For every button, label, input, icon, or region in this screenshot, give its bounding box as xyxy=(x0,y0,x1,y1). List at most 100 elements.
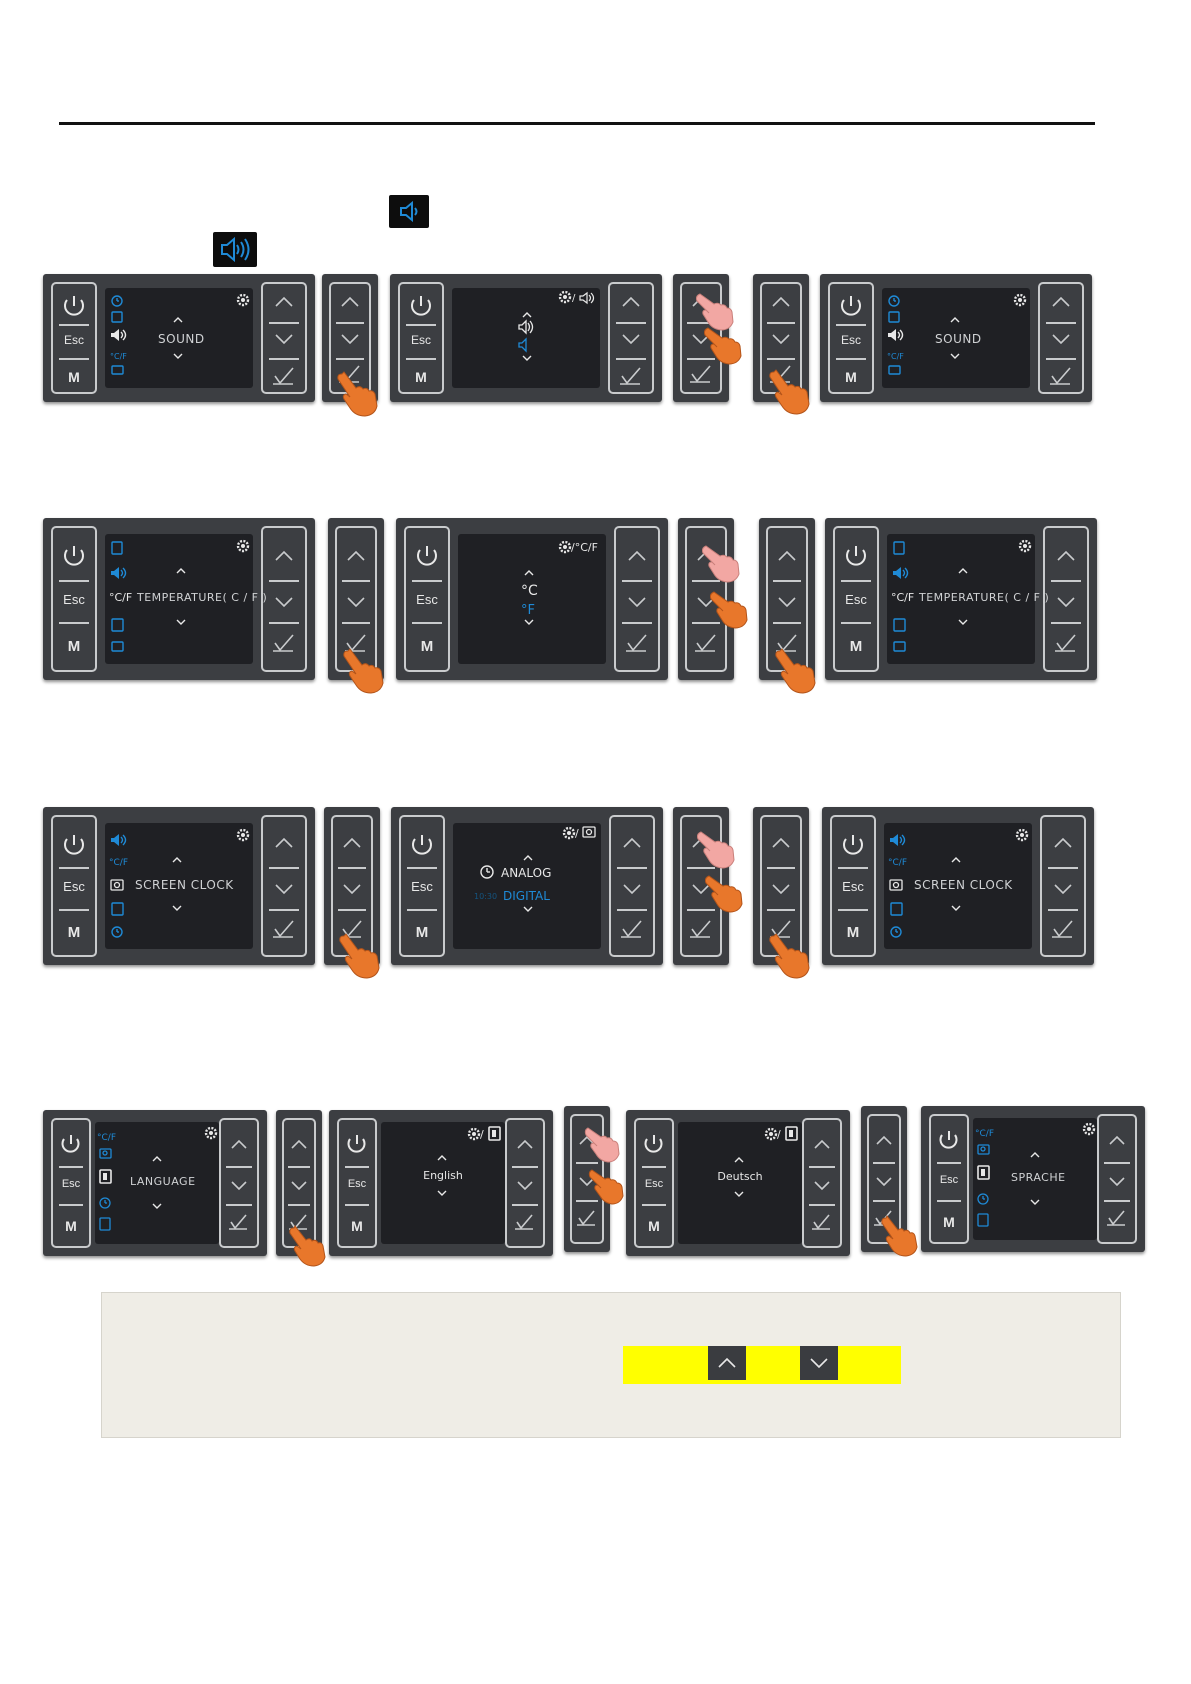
down-arrow-icon[interactable] xyxy=(877,1178,891,1185)
power-icon[interactable] xyxy=(400,288,442,324)
esc-button[interactable]: Esc xyxy=(401,879,443,894)
down-arrow-icon[interactable] xyxy=(276,885,292,893)
up-arrow-icon[interactable] xyxy=(815,1141,829,1148)
mode-button[interactable]: M xyxy=(53,369,95,385)
up-arrow-icon[interactable] xyxy=(348,552,364,560)
down-arrow-icon[interactable] xyxy=(815,1182,829,1189)
down-arrow-icon[interactable] xyxy=(276,335,292,343)
up-arrow-icon[interactable] xyxy=(1110,1137,1124,1144)
down-arrow-icon[interactable] xyxy=(1058,598,1074,606)
mode-button[interactable]: M xyxy=(339,1218,375,1234)
esc-button[interactable]: Esc xyxy=(53,333,95,347)
power-icon[interactable] xyxy=(835,536,877,580)
confirm-icon[interactable] xyxy=(273,635,293,651)
esc-button[interactable]: Esc xyxy=(832,879,874,894)
confirm-icon[interactable] xyxy=(229,1215,247,1229)
confirm-icon[interactable] xyxy=(626,635,646,651)
confirm-icon[interactable] xyxy=(577,1211,595,1225)
esc-button[interactable]: Esc xyxy=(636,1178,672,1190)
up-arrow-icon[interactable] xyxy=(276,298,292,306)
down-arrow-icon[interactable] xyxy=(773,885,789,893)
down-arrow-icon[interactable] xyxy=(773,335,789,343)
esc-button[interactable]: Esc xyxy=(53,879,95,894)
confirm-icon[interactable] xyxy=(812,1215,830,1229)
down-arrow-icon[interactable] xyxy=(276,598,292,606)
up-arrow-icon[interactable] xyxy=(1058,552,1074,560)
power-icon[interactable] xyxy=(401,825,443,869)
confirm-icon[interactable] xyxy=(1107,1211,1125,1225)
down-arrow-icon[interactable] xyxy=(1053,335,1069,343)
esc-button[interactable]: Esc xyxy=(400,333,442,347)
esc-button[interactable]: Esc xyxy=(830,333,872,347)
up-arrow-icon[interactable] xyxy=(342,298,358,306)
mode-button[interactable]: M xyxy=(53,638,95,655)
power-icon[interactable] xyxy=(339,1126,375,1166)
mode-button[interactable]: M xyxy=(835,638,877,655)
up-arrow-icon[interactable] xyxy=(629,552,645,560)
gear-icon xyxy=(564,828,574,838)
confirm-icon[interactable] xyxy=(1055,635,1075,651)
esc-button[interactable]: Esc xyxy=(835,592,877,607)
up-arrow-icon[interactable] xyxy=(276,839,292,847)
down-arrow-icon[interactable] xyxy=(779,598,795,606)
confirm-icon[interactable] xyxy=(690,366,710,382)
up-arrow-icon[interactable] xyxy=(623,298,639,306)
confirm-icon[interactable] xyxy=(1050,368,1070,384)
power-icon[interactable] xyxy=(53,825,95,869)
confirm-icon[interactable] xyxy=(621,921,641,937)
confirm-icon[interactable] xyxy=(620,368,640,384)
up-arrow-icon[interactable] xyxy=(276,552,292,560)
confirm-icon[interactable] xyxy=(690,921,710,937)
confirm-icon[interactable] xyxy=(695,635,715,651)
confirm-icon[interactable] xyxy=(515,1215,533,1229)
power-icon[interactable] xyxy=(53,536,95,580)
power-icon[interactable] xyxy=(53,288,95,324)
esc-button[interactable]: Esc xyxy=(339,1178,375,1190)
up-arrow-icon[interactable] xyxy=(518,1141,532,1148)
down-arrow-icon[interactable] xyxy=(232,1182,246,1189)
mode-button[interactable]: M xyxy=(53,924,95,941)
up-arrow-icon[interactable] xyxy=(877,1137,891,1144)
mode-button[interactable]: M xyxy=(401,924,443,941)
mode-button[interactable]: M xyxy=(53,1218,89,1234)
down-arrow-icon[interactable] xyxy=(624,885,640,893)
down-arrow-icon[interactable] xyxy=(623,335,639,343)
esc-button[interactable]: Esc xyxy=(53,1178,89,1190)
esc-button[interactable]: Esc xyxy=(53,592,95,607)
power-icon[interactable] xyxy=(830,288,872,324)
power-icon[interactable] xyxy=(53,1126,89,1166)
gear-icon xyxy=(1017,830,1027,840)
up-arrow-icon[interactable] xyxy=(1053,298,1069,306)
down-arrow-icon[interactable] xyxy=(518,1182,532,1189)
up-arrow-icon[interactable] xyxy=(624,839,640,847)
power-icon[interactable] xyxy=(832,825,874,869)
mode-button[interactable]: M xyxy=(406,638,448,655)
mode-button[interactable]: M xyxy=(832,924,874,941)
up-arrow-icon[interactable] xyxy=(292,1141,306,1148)
up-arrow-icon[interactable] xyxy=(773,839,789,847)
up-arrow-icon[interactable] xyxy=(1055,839,1071,847)
confirm-icon[interactable] xyxy=(273,921,293,937)
down-arrow-icon[interactable] xyxy=(1055,885,1071,893)
mode-button[interactable]: M xyxy=(931,1214,967,1230)
confirm-icon[interactable] xyxy=(1052,921,1072,937)
power-icon[interactable] xyxy=(636,1126,672,1166)
down-arrow-icon[interactable] xyxy=(344,885,360,893)
esc-button[interactable]: Esc xyxy=(406,592,448,607)
up-arrow-icon[interactable] xyxy=(773,298,789,306)
up-arrow-icon[interactable] xyxy=(232,1141,246,1148)
up-arrow-icon[interactable] xyxy=(779,552,795,560)
esc-button[interactable]: Esc xyxy=(931,1174,967,1186)
mode-button[interactable]: M xyxy=(830,369,872,385)
power-icon[interactable] xyxy=(931,1122,967,1162)
down-arrow-icon[interactable] xyxy=(1110,1178,1124,1185)
power-icon[interactable] xyxy=(406,536,448,580)
up-arrow-icon[interactable] xyxy=(344,839,360,847)
down-arrow-icon[interactable] xyxy=(629,598,645,606)
down-arrow-icon[interactable] xyxy=(292,1182,306,1189)
confirm-icon[interactable] xyxy=(273,368,293,384)
down-arrow-icon[interactable] xyxy=(348,598,364,606)
mode-button[interactable]: M xyxy=(636,1218,672,1234)
down-arrow-icon[interactable] xyxy=(342,335,358,343)
mode-button[interactable]: M xyxy=(400,369,442,385)
